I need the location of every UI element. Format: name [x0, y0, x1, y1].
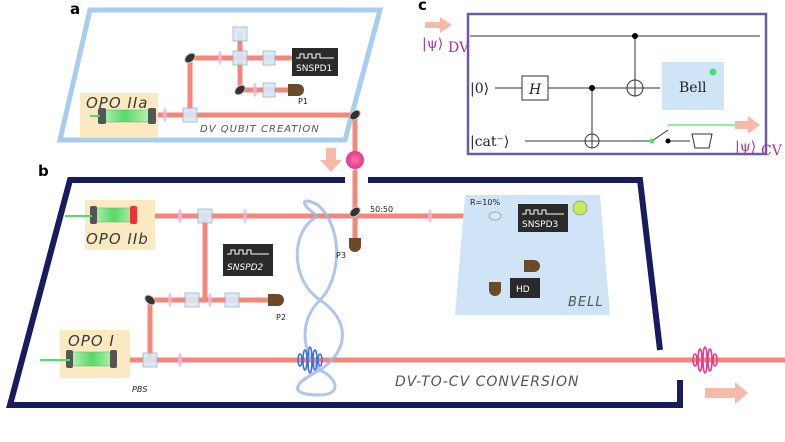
down-arrow	[320, 148, 342, 172]
panel-a-frame	[56, 7, 384, 143]
panel-b-optics	[142, 208, 503, 368]
snspd1-label: SNSPD1	[296, 64, 332, 74]
snspd2-label: SNSPD2	[227, 263, 264, 273]
opo-iia-mirror-right	[148, 108, 156, 124]
panel-b-frame-right	[368, 177, 663, 351]
bell-measurement-label: Bell	[679, 80, 707, 96]
bell-indicator-icon	[709, 68, 717, 76]
bell-led-icon	[572, 200, 588, 216]
p3-detector	[349, 238, 361, 252]
hadamard-label: H	[528, 82, 542, 98]
panel-a: a	[56, 0, 384, 163]
ket-zero: |0⟩	[470, 81, 489, 97]
hadamard-gate	[521, 75, 549, 101]
input-dv-ket: |ψ⟩	[422, 36, 443, 52]
opo-iib-label: OPO IIb	[86, 230, 149, 248]
panel-a-title: DV QUBIT CREATION	[200, 124, 320, 135]
snspd3-signal-icon	[522, 209, 564, 215]
hd-detector-a	[524, 260, 540, 272]
p3-label: P3	[336, 251, 346, 260]
reflectivity-label: R=10%	[470, 198, 500, 207]
panel-b-beams	[117, 169, 785, 363]
opo-i-label: OPO I	[68, 332, 115, 350]
snspd3-label: SNSPD3	[522, 220, 558, 230]
opo-iia-mirror-left	[98, 108, 106, 124]
opo-iib-crystal	[91, 207, 137, 223]
beamsplitter-label: 50:50	[370, 205, 393, 214]
cv-pulse-blue	[297, 346, 323, 374]
opo-i-crystal	[69, 351, 115, 367]
snspd3-box	[518, 204, 568, 232]
panel-a-lenses	[163, 51, 257, 122]
panel-b: b	[6, 162, 785, 408]
switch-pivot-icon	[649, 138, 655, 144]
photon-state-ball	[346, 151, 364, 169]
output-arrow	[705, 382, 748, 404]
panel-label-a: a	[70, 0, 80, 18]
opo-iib-mirror-left	[90, 206, 97, 224]
p1-detector	[288, 84, 304, 96]
snspd1-box	[292, 48, 338, 76]
panel-c: c |ψ⟩ DV |0⟩ |cat⁻⟩ H Bell	[418, 0, 783, 159]
p2-detector	[268, 294, 284, 306]
switch-contact-icon	[665, 138, 671, 144]
panel-b-mirrors	[144, 206, 361, 306]
bell-label: BELL	[568, 295, 604, 310]
panel-a-optics	[182, 26, 276, 123]
cnot2-control	[632, 33, 638, 39]
hd-label: HD	[516, 285, 530, 295]
cnot1-control	[589, 85, 595, 91]
panel-b-title: DV-TO-CV CONVERSION	[395, 374, 580, 390]
p1-label: P1	[298, 97, 308, 106]
p2-label: P2	[276, 313, 286, 322]
hd-detector-b	[489, 282, 501, 296]
snspd2-signal-icon	[227, 249, 269, 255]
snspd2-box	[223, 244, 273, 276]
pbs-label: PBS	[132, 385, 147, 394]
panel-b-lenses	[168, 209, 432, 367]
panel-a-mirrors	[184, 52, 361, 121]
fiber-loop	[295, 199, 344, 397]
discard-bin-icon	[691, 133, 713, 149]
opo-i-mirror-right	[110, 350, 117, 368]
panel-b-frame	[6, 177, 683, 408]
panel-label-b: b	[38, 162, 49, 180]
output-arrow-c	[735, 116, 760, 134]
bell-beamsplitter	[488, 211, 502, 221]
output-cv-ket: |ψ⟩	[735, 139, 756, 155]
cv-pulse-pink	[692, 346, 718, 374]
panel-label-c: c	[418, 0, 427, 14]
ket-cat: |cat⁻⟩	[470, 134, 509, 150]
input-dv-subscript: DV	[448, 40, 470, 56]
input-arrow	[425, 17, 452, 33]
opo-iia-label: OPO IIa	[86, 94, 148, 112]
snspd1-signal-icon	[296, 53, 334, 59]
feedforward-switch	[651, 129, 669, 142]
opo-iia-crystal	[99, 109, 151, 123]
output-cv-subscript: CV	[761, 143, 783, 159]
hd-box	[510, 278, 540, 298]
opo-iib-mirror-right	[130, 206, 137, 224]
